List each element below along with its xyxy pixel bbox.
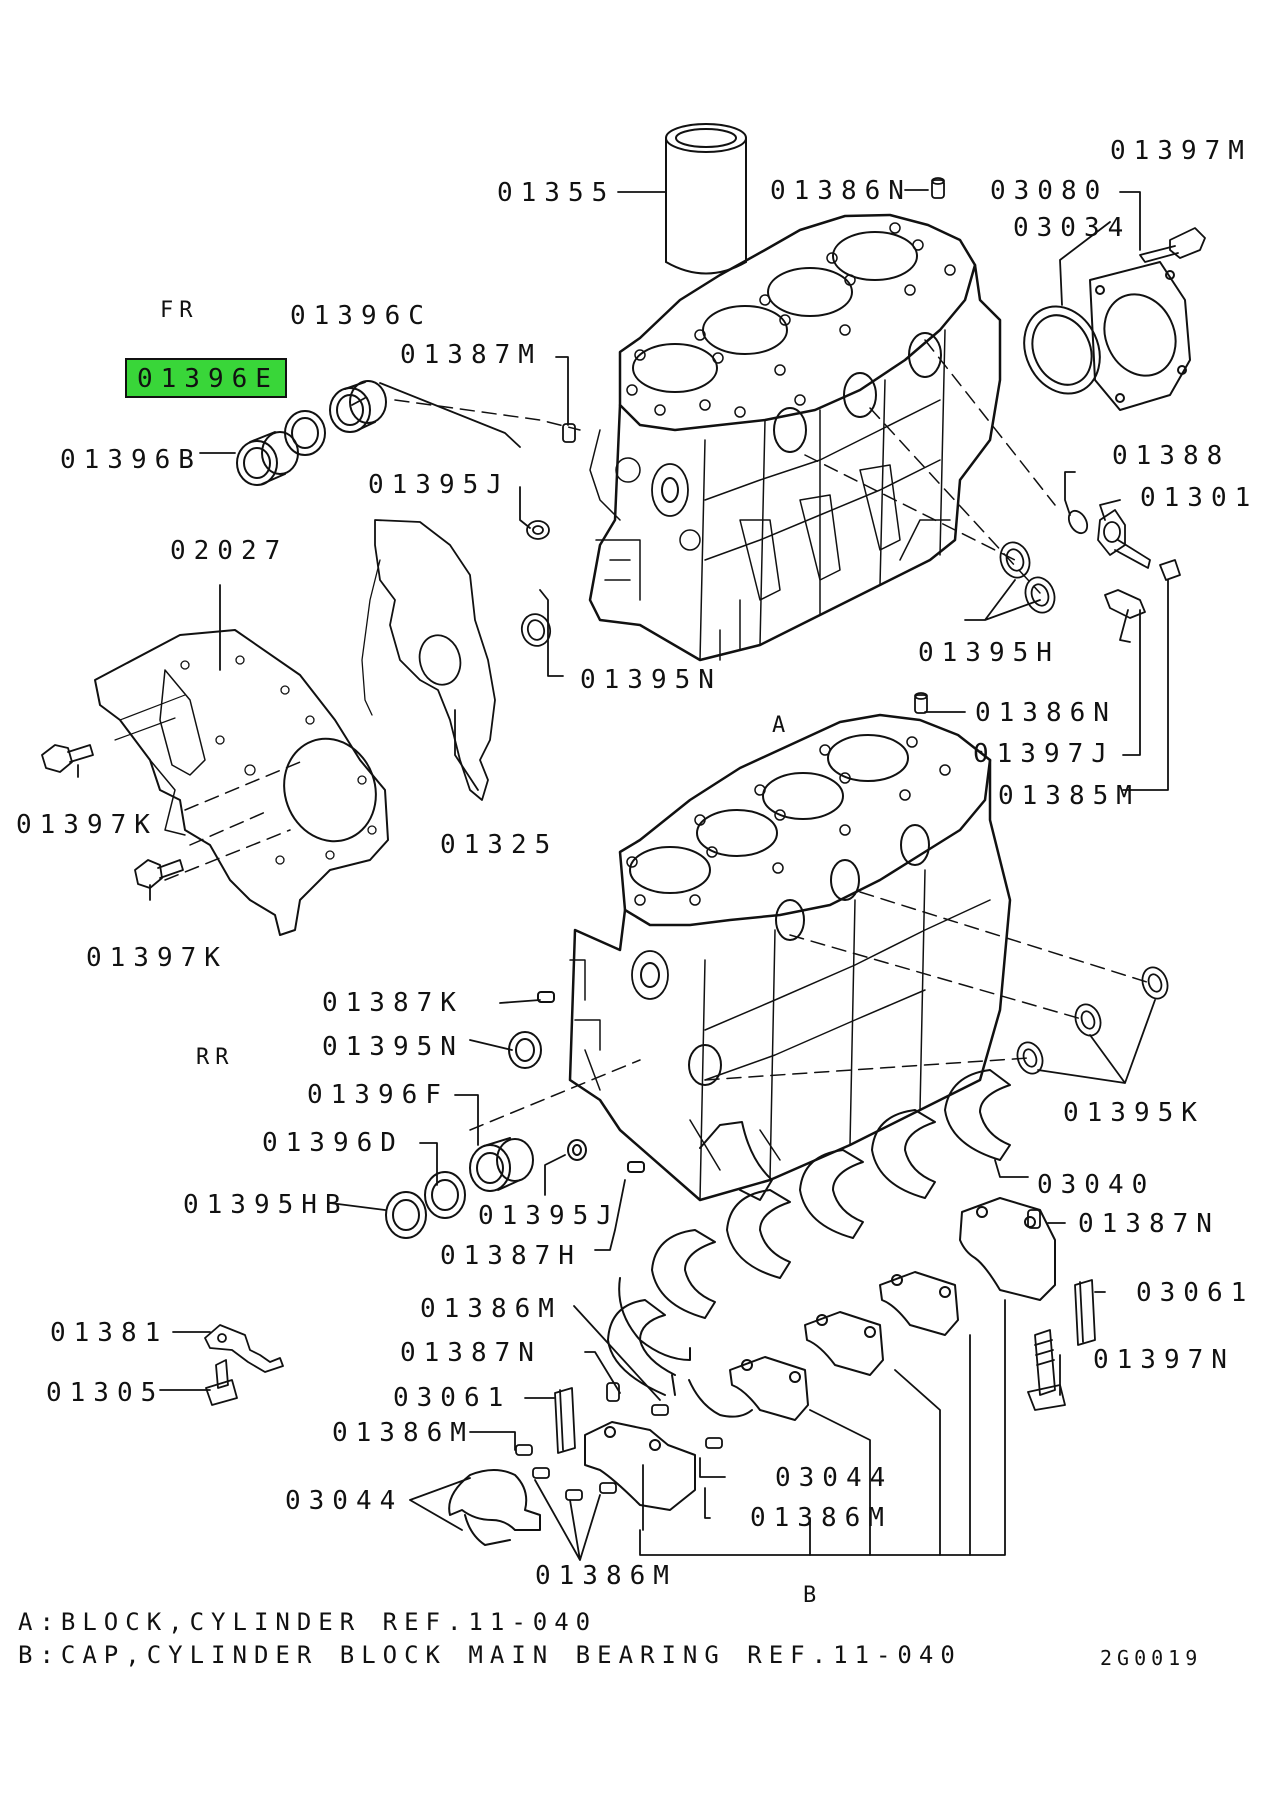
bolt-01397N — [1028, 1330, 1065, 1410]
part-label-03040[interactable]: 03040 — [1037, 1170, 1156, 1200]
part-label-01387H[interactable]: 01387H — [440, 1241, 582, 1271]
part-label-01387N-right[interactable]: 01387N — [1078, 1209, 1220, 1239]
front-cover-gasket — [362, 520, 495, 800]
cylinder-liner — [666, 124, 746, 274]
part-label-01386N-mid[interactable]: 01386N — [975, 698, 1117, 728]
note-a-cylinder-block: A:BLOCK,CYLINDER REF.11-040 — [18, 1608, 598, 1636]
figure-id: 2G0019 — [1100, 1646, 1203, 1670]
part-label-01387N-left[interactable]: 01387N — [400, 1338, 542, 1368]
part-label-01395K[interactable]: 01395K — [1063, 1098, 1205, 1128]
part-label-01355[interactable]: 01355 — [497, 178, 616, 208]
part-label-01325[interactable]: 01325 — [440, 830, 559, 860]
rear-direction-label: RR — [196, 1045, 235, 1070]
part-label-01385M[interactable]: 01385M — [998, 781, 1140, 811]
main-bearing-shells — [608, 1070, 1010, 1395]
part-label-01397M[interactable]: 01397M — [1110, 136, 1252, 166]
bolts-01397K — [42, 745, 183, 888]
oil-jet-parts — [1065, 508, 1180, 642]
part-label-01387K[interactable]: 01387K — [322, 988, 464, 1018]
leader-lines — [78, 190, 1168, 1560]
part-label-03044-right[interactable]: 03044 — [775, 1463, 894, 1493]
part-label-01396E-highlighted[interactable]: 01396E — [125, 358, 287, 398]
center-lines — [165, 340, 1150, 1130]
part-label-01395H[interactable]: 01395H — [918, 638, 1060, 668]
part-label-01397J[interactable]: 01397J — [973, 739, 1115, 769]
part-label-03044-left[interactable]: 03044 — [285, 1486, 404, 1516]
front-direction-label: FR — [160, 298, 199, 323]
part-label-01396D[interactable]: 01396D — [262, 1128, 404, 1158]
lower-cylinder-block — [570, 715, 1010, 1200]
part-label-01305[interactable]: 01305 — [46, 1378, 165, 1408]
part-label-01395N-top[interactable]: 01395N — [580, 665, 722, 695]
part-label-01397K-a[interactable]: 01397K — [16, 810, 158, 840]
part-label-01386M-d[interactable]: 01386M — [535, 1561, 677, 1591]
part-label-03080[interactable]: 03080 — [990, 176, 1109, 206]
rear-oil-seal-and-case — [1010, 262, 1190, 410]
bracket-01381 — [205, 1325, 283, 1372]
bolt-01397M — [1140, 228, 1205, 262]
part-label-01301[interactable]: 01301 — [1140, 483, 1259, 513]
part-label-01386N-top[interactable]: 01386N — [770, 176, 912, 206]
camshaft-bushings-lower — [386, 992, 644, 1238]
part-label-01396F[interactable]: 01396F — [307, 1080, 449, 1110]
part-label-01386M-b[interactable]: 01386M — [332, 1418, 474, 1448]
part-label-01386M-c[interactable]: 01386M — [750, 1503, 892, 1533]
upper-seals — [518, 521, 1059, 649]
part-label-03061-left[interactable]: 03061 — [393, 1383, 512, 1413]
part-label-01395J-top[interactable]: 01395J — [368, 470, 510, 500]
part-label-01388[interactable]: 01388 — [1112, 441, 1231, 471]
ref-label-b: B — [803, 1583, 823, 1608]
part-label-01386M-a[interactable]: 01386M — [420, 1294, 562, 1324]
note-b-main-bearing-cap: B:CAP,CYLINDER BLOCK MAIN BEARING REF.11… — [18, 1641, 962, 1669]
small-pins-lower — [516, 1210, 1040, 1500]
part-label-01397N[interactable]: 01397N — [1093, 1345, 1235, 1375]
dowel-pins — [563, 178, 944, 713]
part-label-01397K-b[interactable]: 01397K — [86, 943, 228, 973]
upper-cylinder-block — [590, 215, 1000, 660]
part-label-01395N-mid[interactable]: 01395N — [322, 1032, 464, 1062]
part-label-01381[interactable]: 01381 — [50, 1318, 169, 1348]
part-label-01395J-bot[interactable]: 01395J — [478, 1201, 620, 1231]
bolt-01305 — [206, 1360, 237, 1405]
part-label-01387M[interactable]: 01387M — [400, 340, 542, 370]
ref-label-a: A — [772, 713, 792, 738]
lower-bearing-shells — [619, 1122, 772, 1360]
front-plate — [95, 630, 390, 935]
part-label-01396B[interactable]: 01396B — [60, 445, 202, 475]
part-label-02027[interactable]: 02027 — [170, 536, 289, 566]
part-label-03034[interactable]: 03034 — [1013, 213, 1132, 243]
knock-pins-03061 — [555, 1280, 1095, 1453]
lower-seals — [1013, 964, 1171, 1077]
part-label-03061-right[interactable]: 03061 — [1136, 1278, 1255, 1308]
part-label-01396C[interactable]: 01396C — [290, 301, 432, 331]
camshaft-bushings-upper — [237, 381, 386, 485]
thrust-washers — [449, 1380, 752, 1545]
part-label-01395HB[interactable]: 01395HB — [183, 1190, 349, 1220]
